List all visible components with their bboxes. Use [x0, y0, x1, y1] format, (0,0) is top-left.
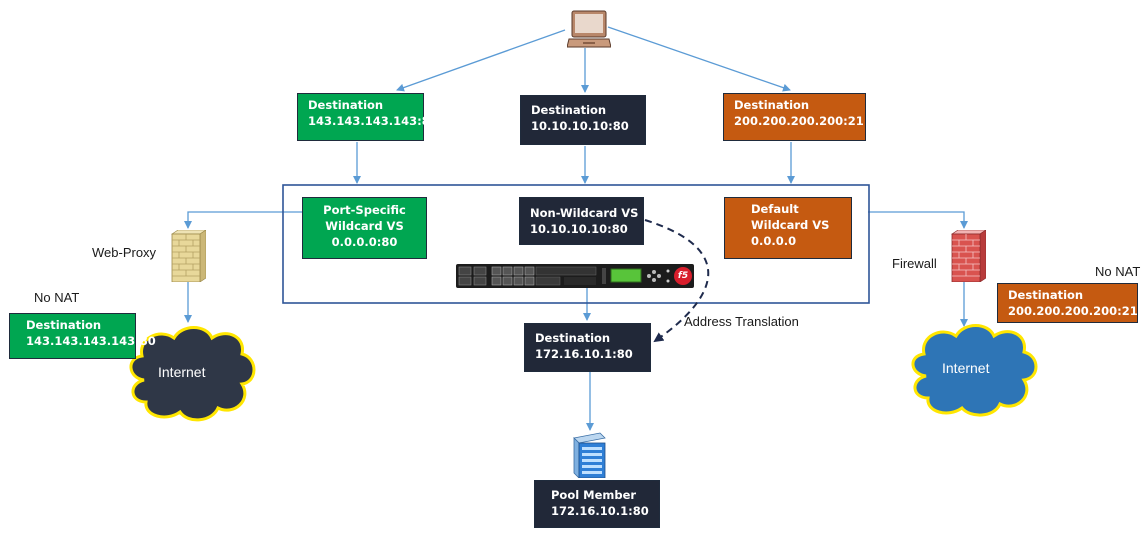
destination-value: 143.143.143.143:80 [308, 114, 438, 128]
vs-default-box: Default Wildcard VS 0.0.0.0 [724, 197, 852, 259]
destination-box-green: Destination 143.143.143.143:80 [297, 93, 438, 141]
destination-title: Destination [308, 98, 384, 112]
laptop-icon [566, 9, 612, 49]
connector-laptop-orange [607, 26, 791, 92]
internet-cloud-icon-left: Internet [122, 322, 258, 424]
destination-title: Destination [1008, 288, 1084, 302]
destination-title: Destination [734, 98, 810, 112]
vs-address: 0.0.0.0 [751, 234, 797, 248]
address-translation-label: Address Translation [684, 314, 799, 329]
destination-box-navy: Destination 10.10.10.10:80 [520, 95, 646, 145]
no-nat-label-right: No NAT [1095, 264, 1141, 279]
connector-laptop-green [396, 29, 566, 92]
translated-destination-box: Destination 172.16.10.1:80 [524, 323, 651, 372]
vs-label-line2: Wildcard VS [751, 218, 830, 232]
destination-box-orange: Destination 200.200.200.200:21 [723, 93, 866, 141]
vs-port-specific-box: Port-Specific Wildcard VS 0.0.0.0:80 [302, 197, 427, 259]
connector-frame-firewall [868, 211, 968, 229]
destination-value: 200.200.200.200:21 [1008, 304, 1138, 318]
vs-label-line1: Non-Wildcard VS [530, 206, 639, 220]
destination-value: 200.200.200.200:21 [734, 114, 864, 128]
vs-label-line1: Port-Specific [323, 203, 406, 217]
no-nat-destination-box-right: Destination 200.200.200.200:21 [997, 283, 1138, 323]
internet-label-left: Internet [158, 364, 206, 380]
web-proxy-wall-icon [168, 229, 207, 283]
destination-value: 172.16.10.1:80 [535, 347, 633, 361]
destination-value: 10.10.10.10:80 [531, 119, 629, 133]
virtual-server-frame [282, 184, 870, 304]
destination-title: Destination [26, 318, 102, 332]
internet-label-right: Internet [942, 360, 990, 376]
connector-frame-proxy [184, 211, 302, 229]
pool-member-title: Pool Member [551, 488, 637, 502]
vs-non-wildcard-box: Non-Wildcard VS 10.10.10.10:80 [519, 197, 644, 245]
firewall-icon [948, 229, 987, 283]
web-proxy-label: Web-Proxy [92, 245, 157, 260]
internet-cloud-icon-right: Internet [904, 322, 1040, 418]
no-nat-destination-box-left: Destination 143.143.143.143:80 [9, 313, 156, 359]
destination-value: 143.143.143.143:80 [26, 334, 156, 348]
no-nat-label-left: No NAT [34, 290, 80, 305]
f5-logo-icon: f5 [674, 267, 692, 285]
pool-member-value: 172.16.10.1:80 [551, 504, 649, 518]
vs-label-line1: Default [751, 202, 799, 216]
f5-appliance-icon: f5 [456, 264, 694, 288]
firewall-label: Firewall [892, 256, 937, 271]
vs-address: 10.10.10.10:80 [530, 222, 628, 236]
server-icon [572, 432, 606, 479]
f5-logo-text: f5 [677, 271, 689, 281]
destination-title: Destination [535, 331, 611, 345]
vs-label-line2: Wildcard VS [325, 219, 404, 233]
destination-title: Destination [531, 103, 607, 117]
vs-address: 0.0.0.0:80 [331, 235, 398, 249]
pool-member-box: Pool Member 172.16.10.1:80 [534, 480, 660, 528]
